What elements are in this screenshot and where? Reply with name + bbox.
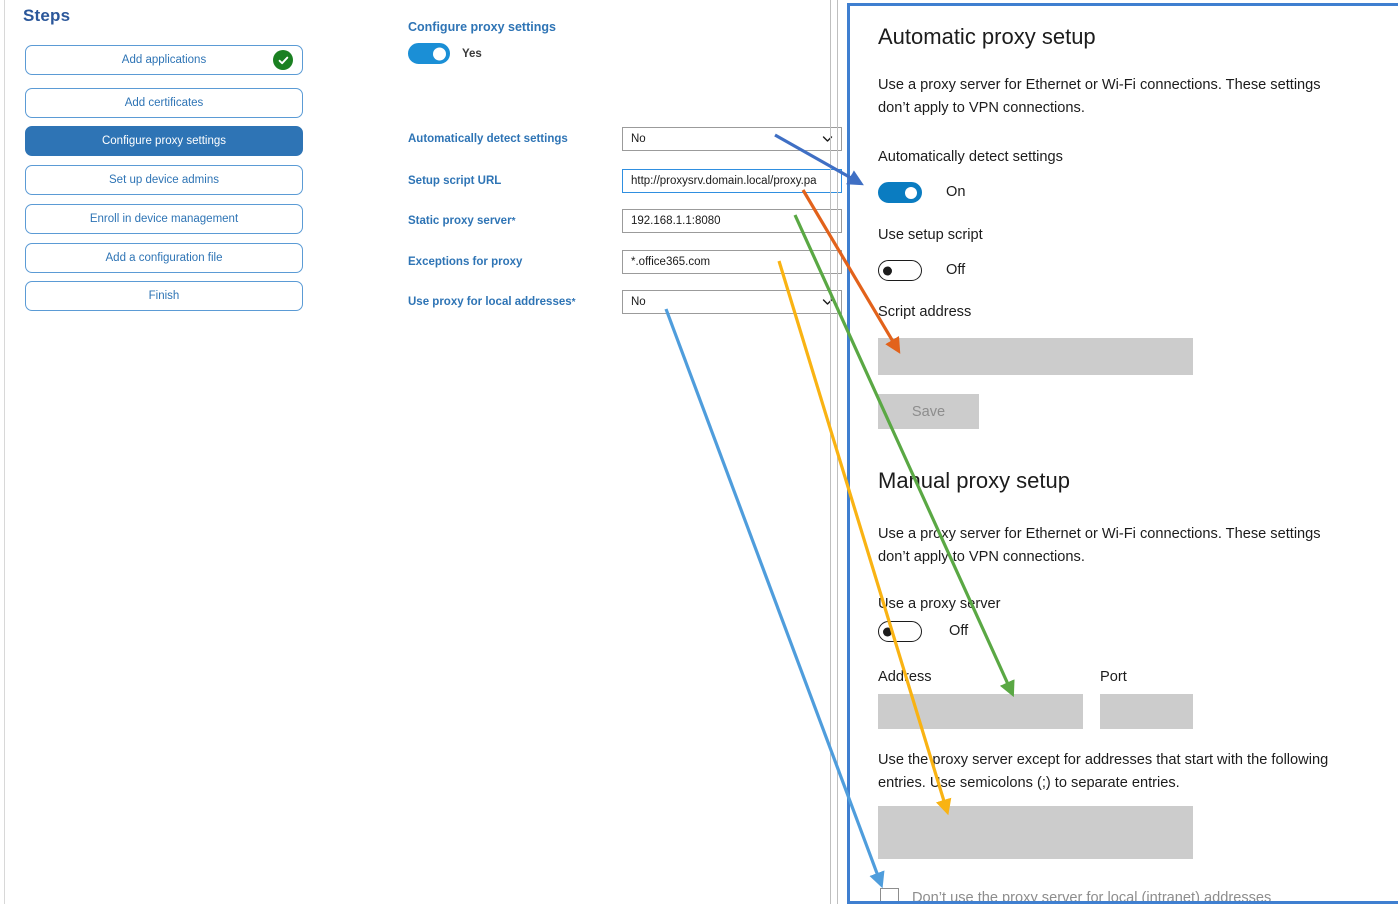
automatically-detect-settings-state: On (946, 184, 966, 200)
static-proxy-server-input[interactable]: 192.168.1.1:8080 (622, 209, 842, 233)
address-input[interactable] (878, 694, 1083, 729)
configure-proxy-toggle-row[interactable]: Yes (408, 43, 482, 64)
setup-script-url-input[interactable]: http://proxysrv.domain.local/proxy.pa (622, 169, 842, 193)
step-configure-proxy-settings[interactable]: Configure proxy settings (25, 126, 303, 156)
bypass-local-addresses-checkbox[interactable] (880, 888, 899, 901)
proxy-form-panel: Configure proxy settings Yes Automatical… (320, 0, 842, 904)
exceptions-for-proxy-input[interactable]: *.office365.com (622, 250, 842, 274)
port-label: Port (1100, 669, 1127, 685)
bypass-local-addresses-label: Don’t use the proxy server for local (in… (912, 890, 1272, 904)
automatically-detect-settings-select[interactable]: No (622, 127, 842, 151)
step-label: Enroll in device management (89, 213, 239, 225)
field-label: Use proxy for local addresses* (408, 296, 576, 308)
field-label: Exceptions for proxy (408, 256, 523, 268)
use-setup-script-state: Off (946, 262, 966, 278)
automatically-detect-settings-label: Automatically detect settings (878, 149, 1063, 165)
form-title: Configure proxy settings (408, 20, 556, 34)
step-finish[interactable]: Finish (25, 281, 303, 311)
step-label: Set up device admins (109, 174, 219, 186)
automatically-detect-settings-toggle[interactable] (878, 182, 922, 203)
exceptions-input[interactable] (878, 806, 1193, 859)
field-exceptions-for-proxy: Exceptions for proxy *.office365.com (408, 250, 842, 274)
step-enroll-in-device-management[interactable]: Enroll in device management (25, 204, 303, 234)
step-set-up-device-admins[interactable]: Set up device admins (25, 165, 303, 195)
use-proxy-for-local-addresses-select[interactable]: No (622, 290, 842, 314)
use-setup-script-label: Use setup script (878, 227, 983, 243)
windows-proxy-settings-panel: Automatic proxy setup Use a proxy server… (847, 3, 1398, 904)
script-address-label: Script address (878, 304, 972, 320)
step-label: Configure proxy settings (101, 135, 226, 147)
steps-panel: Steps Add applications Add certificates … (5, 0, 320, 904)
configure-proxy-toggle[interactable] (408, 43, 450, 64)
save-button[interactable]: Save (878, 394, 979, 429)
field-label: Automatically detect settings (408, 133, 568, 145)
check-circle-icon (273, 50, 293, 70)
step-add-a-configuration-file[interactable]: Add a configuration file (25, 243, 303, 273)
port-input[interactable] (1100, 694, 1193, 729)
use-a-proxy-server-toggle[interactable] (878, 621, 922, 642)
step-label: Finish (148, 290, 180, 302)
manual-proxy-setup-description: Use a proxy server for Ethernet or Wi-Fi… (878, 526, 1321, 565)
field-label: Setup script URL (408, 175, 502, 187)
script-address-input[interactable] (878, 338, 1193, 375)
automatic-proxy-setup-description: Use a proxy server for Ethernet or Wi-Fi… (878, 77, 1321, 116)
step-label: Add applications (121, 54, 207, 66)
exceptions-description: Use the proxy server except for addresse… (878, 752, 1329, 791)
step-add-applications[interactable]: Add applications (25, 45, 303, 75)
select-value: No (631, 133, 646, 145)
panel-divider-left (830, 0, 831, 904)
input-value: *.office365.com (631, 256, 711, 268)
chevron-down-icon (822, 134, 833, 145)
configure-proxy-toggle-label: Yes (462, 47, 482, 60)
step-label: Add a configuration file (105, 252, 223, 264)
panel-divider-right (837, 0, 838, 904)
field-setup-script-url: Setup script URL http://proxysrv.domain.… (408, 169, 842, 193)
use-a-proxy-server-label: Use a proxy server (878, 596, 1001, 612)
step-label: Add certificates (124, 97, 204, 109)
automatic-proxy-setup-heading: Automatic proxy setup (878, 24, 1096, 49)
select-value: No (631, 296, 646, 308)
address-label: Address (878, 669, 932, 685)
steps-title: Steps (23, 6, 71, 25)
input-value: 192.168.1.1:8080 (631, 215, 721, 227)
field-automatically-detect-settings: Automatically detect settings No (408, 127, 842, 151)
left-edge-divider (4, 0, 5, 904)
chevron-down-icon (822, 297, 833, 308)
manual-proxy-setup-heading: Manual proxy setup (878, 468, 1070, 493)
field-use-proxy-for-local-addresses: Use proxy for local addresses* No (408, 290, 842, 314)
field-static-proxy-server: Static proxy server* 192.168.1.1:8080 (408, 209, 842, 233)
use-setup-script-toggle[interactable] (878, 260, 922, 281)
step-add-certificates[interactable]: Add certificates (25, 88, 303, 118)
input-value: http://proxysrv.domain.local/proxy.pa (631, 175, 817, 187)
use-a-proxy-server-state: Off (949, 623, 969, 639)
field-label: Static proxy server* (408, 215, 516, 227)
